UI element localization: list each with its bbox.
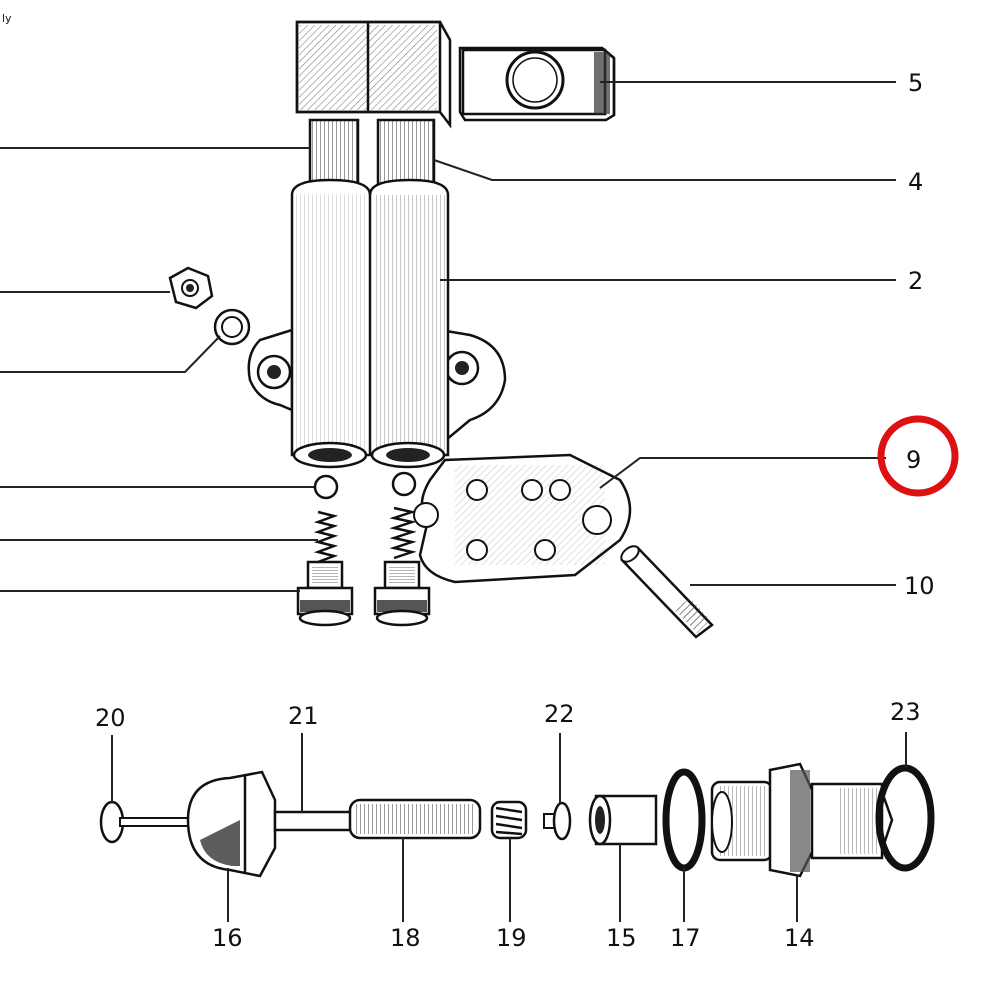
ball-part [313,471,417,500]
valve-body-part [290,178,450,469]
callout-17: 17 [670,924,701,952]
callout-18: 18 [390,924,421,952]
body-flange [247,328,507,448]
washer-part [213,308,251,346]
callout-20: 20 [95,704,126,732]
callout-19: 19 [496,924,527,952]
long-spring-part [348,798,482,840]
clamp-block-top [295,20,452,129]
o-ring-part [662,768,706,872]
callout-16: 16 [212,924,243,952]
highlight-circle [877,415,959,497]
spring-part [313,506,417,564]
callout-4: 4 [908,168,923,196]
callout-22: 22 [544,700,575,728]
callout-5: 5 [908,69,923,97]
union-part [710,762,894,878]
screw-part [99,800,193,844]
callout-10: 10 [904,572,935,600]
sleeve-part [588,794,658,846]
short-spring-part [490,800,528,840]
nut-part [168,266,214,310]
callout-2: 2 [908,267,923,295]
callout-21: 21 [288,702,319,730]
block-with-hole-part [458,46,616,122]
callout-14: 14 [784,924,815,952]
twin-stems [308,118,436,187]
callout-23: 23 [890,698,921,726]
callout-9: 9 [906,446,921,474]
small-valve-part [543,801,572,841]
rod-part [273,810,362,832]
gasket-part [413,453,632,584]
corner-text: ly [2,12,12,25]
cap-nut-part [186,770,277,878]
stud-part [620,545,714,639]
callout-15: 15 [606,924,637,952]
bottom-leader-lines [111,732,907,922]
plug-part [296,560,431,627]
top-leader-lines [0,81,896,592]
